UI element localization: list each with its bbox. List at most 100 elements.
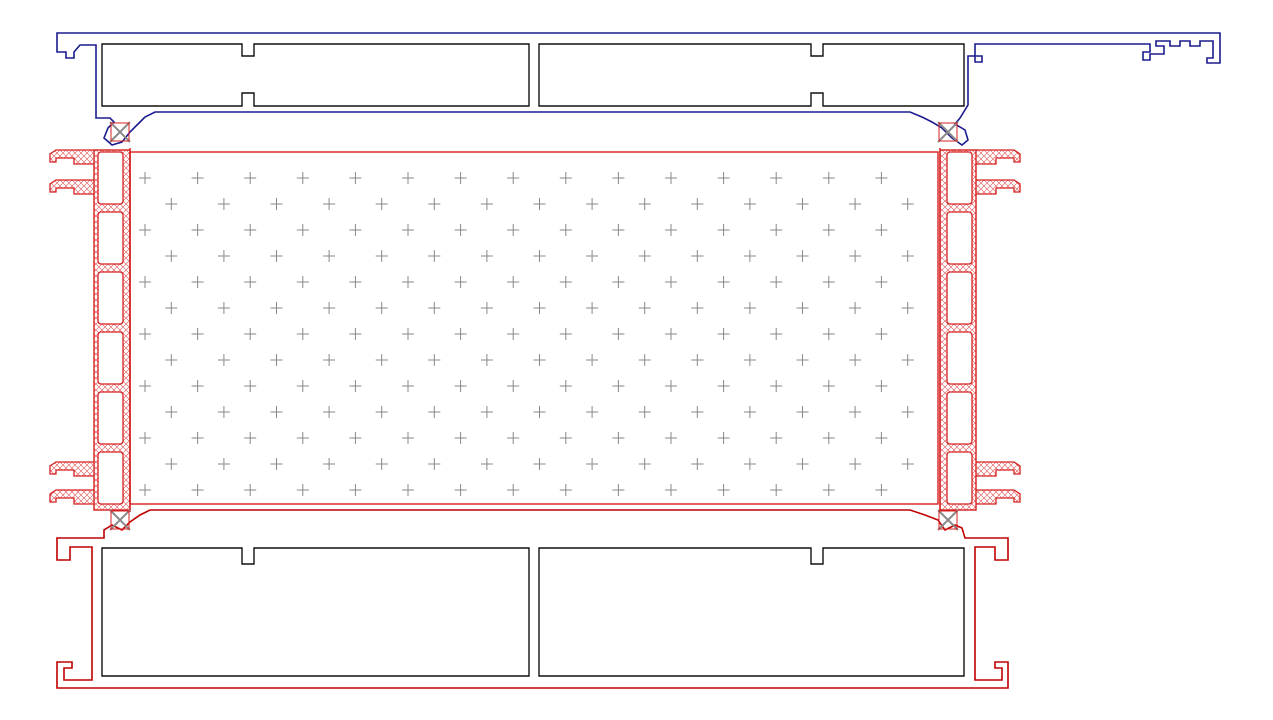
hatch-plus-mark [139,380,151,392]
hatch-plus-mark [375,406,388,418]
hatch-plus-mark [349,380,362,392]
hatch-plus-mark [665,172,677,184]
hatch-plus-mark [612,224,625,236]
hatch-plus-mark [743,198,756,210]
hatch-plus-mark [743,302,756,314]
hatch-plus-mark [244,432,257,444]
hatch-plus-mark [665,484,677,496]
side-chamber [97,451,124,505]
hatch-plus-mark [822,224,835,236]
hatch-plus-mark [665,432,677,444]
hatch-plus-mark [349,172,362,184]
hatch-plus-mark [507,328,520,340]
corner-seal-frame [110,122,130,142]
bottom-chamber-left [101,547,530,677]
hatch-plus-mark [480,458,493,470]
hatch-plus-mark [139,276,151,288]
side-chamber [946,451,973,505]
hatch-plus-mark [875,172,888,184]
top-chamber-right [538,43,965,107]
hatch-plus-mark [244,328,257,340]
hatch-plus-mark [717,380,730,392]
hatch-plus-mark [375,302,388,314]
side-chamber [946,211,973,265]
hatch-plus-mark [770,328,783,340]
hatch-plus-mark [665,224,677,236]
hatch-plus-mark [586,458,599,470]
hatch-plus-mark [402,380,414,392]
hatch-plus-mark [349,276,362,288]
bottom-profile-outline [56,509,1009,689]
hatch-plus-mark [507,380,520,392]
hatch-plus-mark [296,276,309,288]
left-side-profile [49,148,131,512]
hatch-plus-mark [323,198,336,210]
hatch-plus-mark [165,458,178,470]
hatch-plus-mark [665,380,677,392]
hatch-plus-mark [533,354,546,366]
hatch-plus-mark [165,198,178,210]
hatch-plus-mark [586,302,599,314]
hatch-plus-mark [270,302,283,314]
side-clip-hook [976,179,1021,195]
hatch-plus-mark [217,198,230,210]
corner-seal-gasket [109,509,131,531]
hatch-plus-mark [191,328,204,340]
hatch-plus-mark [533,198,546,210]
side-chamber [946,331,973,385]
side-chamber [946,391,973,445]
hatch-plus-mark [428,354,441,366]
hatch-plus-mark [428,198,441,210]
hatch-plus-mark [454,172,467,184]
hatch-plus-mark [191,380,204,392]
hatch-plus-mark [612,484,625,496]
hatch-plus-mark [559,484,572,496]
hatch-plus-mark [507,432,520,444]
hatch-plus-mark [770,224,783,236]
hatch-plus-mark [454,484,467,496]
corner-seal-frame [938,122,958,142]
hatch-plus-mark [375,354,388,366]
hatch-plus-mark [139,432,151,444]
hatch-plus-mark [296,484,309,496]
corner-seal-gasket [937,509,959,531]
hatch-plus-mark [612,380,625,392]
hatch-plus-mark [244,172,257,184]
top-chamber-left [101,43,530,107]
hatch-plus-mark [244,484,257,496]
hatch-plus-mark [244,380,257,392]
hatch-plus-mark [875,432,888,444]
top-extrusion-profile [56,32,1221,147]
corner-seals [109,121,959,531]
hatch-plus-mark [849,458,862,470]
side-chamber [97,331,124,385]
hatch-plus-mark [217,406,230,418]
hatch-plus-mark [559,276,572,288]
hatch-plus-mark [770,432,783,444]
hatch-plus-mark [717,328,730,340]
hatch-plus-mark [323,458,336,470]
hatch-plus-mark [796,354,809,366]
hatch-plus-mark [691,198,704,210]
hatch-plus-mark [402,172,414,184]
hatch-plus-mark [428,406,441,418]
hatch-plus-mark [296,328,309,340]
hatch-plus-mark [717,484,730,496]
side-chamber [97,211,124,265]
hatch-plus-mark [717,432,730,444]
hatch-plus-mark [349,328,362,340]
hatch-plus-mark [691,354,704,366]
hatch-plus-mark [638,250,651,262]
hatch-plus-mark [717,172,730,184]
hatch-plus-mark [349,224,362,236]
hatch-plus-mark [402,276,414,288]
hatch-plus-mark [480,302,493,314]
hatch-plus-mark [217,302,230,314]
side-clip-hook [49,461,94,477]
hatch-plus-mark [691,458,704,470]
hatch-plus-mark [165,354,178,366]
hatch-plus-mark [139,172,151,184]
hatch-plus-mark [901,250,914,262]
hatch-plus-mark [901,198,914,210]
side-clip-hook [976,461,1021,477]
